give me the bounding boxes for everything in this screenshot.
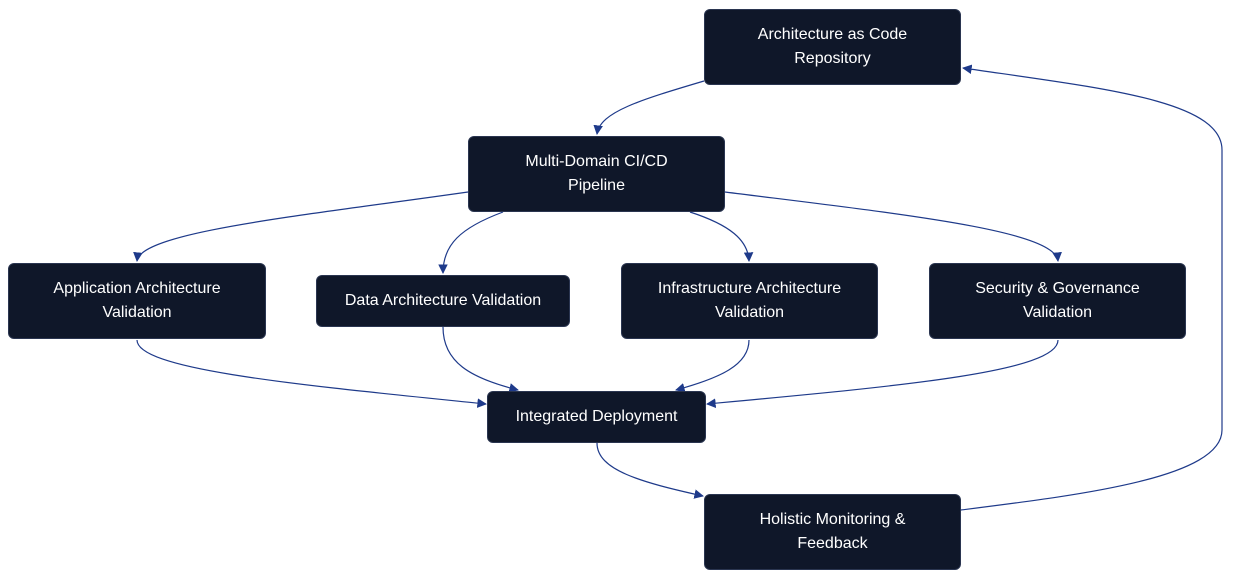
edge-app-to-deploy	[136, 339, 487, 408]
edge-security-to-deploy	[706, 339, 1059, 408]
node-label: Infrastructure Architecture Validation	[657, 280, 842, 321]
node-label: Application Architecture Validation	[53, 280, 221, 321]
node-multi-domain-cicd-pipeline[interactable]: Multi-Domain CI/CD Pipeline	[468, 136, 725, 212]
node-holistic-monitoring-feedback[interactable]: Holistic Monitoring & Feedback	[704, 494, 961, 570]
node-label: Integrated Deployment	[515, 408, 678, 425]
edge-data-to-deploy	[442, 326, 519, 393]
edge-repo-to-pipeline	[593, 80, 705, 135]
node-application-architecture-validation[interactable]: Application Architecture Validation	[8, 263, 266, 339]
node-label: Holistic Monitoring & Feedback	[759, 511, 906, 552]
node-data-architecture-validation[interactable]: Data Architecture Validation	[316, 275, 570, 327]
node-label: Multi-Domain CI/CD Pipeline	[525, 153, 668, 194]
node-integrated-deployment[interactable]: Integrated Deployment	[487, 391, 706, 443]
edge-infra-to-deploy	[675, 339, 750, 393]
edge-pipeline-to-app	[133, 191, 469, 262]
node-label: Data Architecture Validation	[344, 292, 542, 309]
edge-monitor-to-repo	[960, 64, 1223, 511]
node-label: Security & Governance Validation	[975, 280, 1140, 321]
edge-pipeline-to-infra	[689, 211, 754, 262]
node-label: Architecture as Code Repository	[757, 26, 908, 67]
edge-deploy-to-monitor	[596, 442, 704, 499]
edge-pipeline-to-security	[724, 191, 1062, 262]
node-architecture-as-code-repository[interactable]: Architecture as Code Repository	[704, 9, 961, 85]
node-infrastructure-architecture-validation[interactable]: Infrastructure Architecture Validation	[621, 263, 878, 339]
node-security-governance-validation[interactable]: Security & Governance Validation	[929, 263, 1186, 339]
edge-pipeline-to-data	[438, 211, 504, 274]
